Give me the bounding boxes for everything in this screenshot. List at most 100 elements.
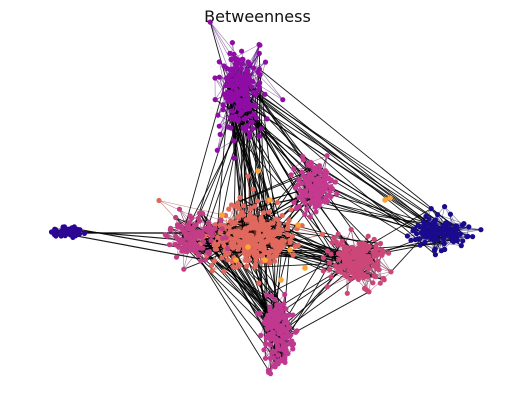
node-upper-right-cluster [308,199,314,205]
node-far-left-cluster [62,233,68,239]
node-right-cluster [360,257,366,263]
node-right-cluster [371,236,377,242]
node-upper-right-cluster [304,206,310,212]
node-top-cluster [256,86,262,92]
node-top-cluster [234,117,240,123]
node-far-right-cluster [432,217,439,223]
node-top-cluster [212,75,218,81]
node-upper-right-cluster [293,205,299,211]
node-bottom-cluster [267,355,274,361]
node-far-right-cluster [432,227,438,233]
node-center-cluster [290,252,297,258]
node-upper-right-cluster [317,169,323,175]
node-right-cluster [355,262,361,268]
node-bottom-cluster [278,325,284,331]
node-top-cluster [234,87,240,93]
node-far-right-cluster [435,212,441,218]
node-right-cluster [329,240,335,246]
node-center-cluster [156,197,162,204]
node-center-cluster [237,262,243,268]
node-bottom-cluster [272,296,278,303]
node-top-cluster [240,125,246,131]
node-center-cluster [288,207,294,213]
node-center-cluster [285,232,291,238]
node-center-cluster [211,241,217,248]
node-bottom-cluster [293,329,299,335]
node-upper-right-cluster [302,211,308,218]
node-center-cluster [249,221,255,227]
node-bottom-cluster [282,354,288,360]
node-top-cluster [227,50,233,57]
edge [75,235,206,261]
edge [259,88,436,229]
node-top-cluster [256,66,262,72]
node-far-right-cluster [428,206,434,212]
node-bottom-cluster [263,316,269,322]
node-far-right-cluster [414,231,420,237]
edge [264,171,303,228]
node-top-cluster [262,59,269,65]
node-top-cluster [231,51,237,57]
node-center-cluster [277,227,283,233]
node-top-cluster [252,90,258,96]
node-left-mid-cluster [164,233,170,239]
node-center-cluster [228,236,234,242]
node-left-mid-cluster [202,257,208,263]
node-center-cluster [221,268,227,275]
node-top-cluster [220,107,226,113]
node-left-mid-cluster [223,235,229,241]
node-bottom-cluster [267,336,273,342]
node-top-cluster [246,76,252,82]
node-center-cluster [281,238,287,244]
node-right-cluster [354,256,360,262]
node-bottom-cluster [262,355,269,361]
node-far-right-cluster [408,237,414,243]
node-left-mid-cluster [195,231,201,237]
node-bottom-cluster [281,320,287,326]
node-bottom-cluster [270,332,276,338]
node-center-cluster [255,227,262,233]
edge [194,250,269,371]
node-right-cluster [358,269,364,275]
node-top-cluster [220,102,226,108]
node-far-right-cluster [410,228,416,234]
node-right-cluster [377,280,383,286]
node-right-cluster [338,241,344,247]
node-far-left-cluster [76,231,83,237]
node-center-cluster [260,220,266,226]
node-left-mid-cluster [176,206,183,212]
node-right-cluster [344,290,350,296]
node-left-mid-cluster [207,249,213,255]
node-center-cluster [262,224,268,230]
node-center-cluster [209,262,215,268]
node-upper-right-cluster [317,188,323,194]
node-center-cluster [240,212,246,218]
node-bottom-cluster [271,363,277,369]
node-bottom-cluster [269,293,275,299]
bridge-node [382,197,388,203]
node-center-cluster [272,258,278,264]
node-top-cluster [244,67,250,73]
edge [188,236,279,321]
node-right-cluster [386,250,392,256]
node-upper-right-cluster [300,172,306,179]
node-center-cluster [215,234,221,240]
node-bottom-cluster [267,307,273,314]
node-right-cluster [371,273,377,279]
node-bottom-cluster [280,333,286,339]
node-far-left-cluster [52,228,58,234]
node-right-cluster [342,271,348,277]
node-far-right-cluster [449,227,455,233]
node-top-cluster [228,125,234,131]
node-upper-right-cluster [324,192,331,198]
node-upper-right-cluster [292,185,298,191]
node-bottom-cluster [281,342,287,348]
node-left-mid-cluster [181,229,187,235]
node-left-mid-cluster [198,258,204,264]
node-far-right-cluster [461,221,467,227]
node-center-cluster [261,210,267,216]
node-far-right-cluster [423,213,429,219]
node-top-cluster [280,97,286,103]
node-left-mid-cluster [172,241,178,247]
node-center-cluster [277,240,283,247]
